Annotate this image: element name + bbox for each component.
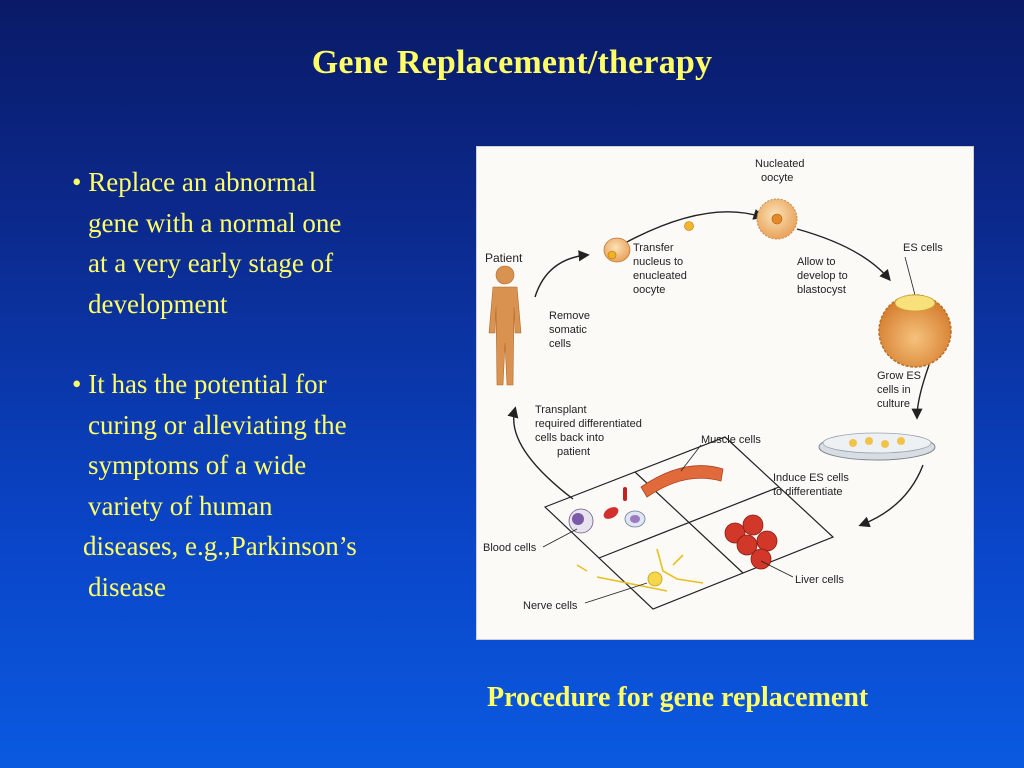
- bullet-line: • Replace an abnormal: [72, 162, 452, 203]
- bullet-item: • It has the potential for curing or all…: [72, 364, 452, 607]
- transplant-label-1: Transplant: [535, 404, 587, 416]
- gene-replacement-diagram: Patient Remove somatic cells Transfer nu…: [476, 146, 974, 640]
- bullet-line: symptoms of a wide: [88, 450, 307, 480]
- grow-label-3: culture: [877, 398, 910, 410]
- allow-label-1: Allow to: [797, 256, 836, 268]
- remove-label-3: cells: [549, 338, 572, 350]
- blood-cells-icon: [568, 487, 646, 534]
- nucleated-label-1: Nucleated: [755, 158, 805, 170]
- bullet-item: • Replace an abnormal gene with a normal…: [72, 162, 452, 324]
- blastocyst: [878, 294, 952, 368]
- nucleated-oocyte: [756, 198, 798, 240]
- nerve-cell-icon: [576, 548, 704, 592]
- culture-dish: [818, 432, 936, 461]
- bullet-text: Replace an abnormal: [88, 167, 317, 197]
- transfer-label-1: Transfer: [633, 242, 674, 254]
- figure-caption: Procedure for gene replacement: [487, 682, 869, 713]
- diagram-svg: Patient Remove somatic cells Transfer nu…: [483, 158, 952, 612]
- arrow-transplant: [507, 406, 574, 500]
- es-cells-label: ES cells: [903, 242, 943, 254]
- blood-label: Blood cells: [483, 542, 537, 554]
- remove-label-1: Remove: [549, 310, 590, 322]
- induce-label-2: to differentiate: [773, 486, 843, 498]
- nerve-label: Nerve cells: [523, 600, 578, 612]
- transplant-label-2: required differentiated: [535, 418, 642, 430]
- arrow-to-culture: [911, 364, 930, 420]
- bullet-text: It has the potential for: [88, 369, 327, 399]
- patient-figure: [488, 265, 522, 386]
- liver-pointer: [760, 560, 794, 578]
- nucleated-label-2: oocyte: [761, 172, 793, 184]
- induce-label-1: Induce ES cells: [773, 472, 849, 484]
- bullet-marker: •: [72, 369, 82, 399]
- arrow-to-differentiate: [858, 464, 924, 528]
- allow-label-3: blastocyst: [797, 284, 846, 296]
- transfer-label-3: enucleated: [633, 270, 687, 282]
- liver-label: Liver cells: [795, 574, 844, 586]
- muscle-cell-icon: [640, 465, 724, 498]
- liver-cells-icon: [724, 514, 778, 570]
- somatic-cell: [603, 237, 631, 263]
- transfer-nucleus: [684, 221, 694, 231]
- bullet-line: development: [88, 288, 228, 319]
- blood-pointer: [542, 528, 578, 548]
- slide-title: Gene Replacement/therapy: [311, 44, 713, 81]
- bullet-line: • It has the potential for: [72, 364, 452, 405]
- transfer-label-4: oocyte: [633, 284, 665, 296]
- arrow-to-blastocyst: [796, 228, 891, 282]
- allow-label-2: develop to: [797, 270, 848, 282]
- patient-label: Patient: [485, 251, 523, 265]
- arrow-to-oocyte: [624, 209, 765, 244]
- es-cells-pointer: [904, 256, 916, 296]
- muscle-pointer: [680, 444, 702, 472]
- bullet-marker: •: [72, 167, 82, 197]
- transplant-label-4: patient: [557, 446, 590, 458]
- arrow-remove-cells: [534, 250, 590, 298]
- grow-label-1: Grow ES: [877, 370, 921, 382]
- bullet-line: at a very early stage of: [88, 248, 334, 278]
- transplant-label-3: cells back into: [535, 432, 604, 444]
- transfer-label-2: nucleus to: [633, 256, 683, 268]
- bullet-line: disease: [88, 571, 166, 602]
- muscle-label: Muscle cells: [701, 434, 761, 446]
- bullet-line: curing or alleviating the: [88, 409, 347, 440]
- remove-label-2: somatic: [549, 324, 587, 336]
- nerve-pointer: [584, 582, 648, 604]
- bullet-line: diseases, e.g.,Parkinson’s: [83, 531, 357, 561]
- grow-label-2: cells in: [877, 384, 911, 396]
- bullet-list: • Replace an abnormal gene with a normal…: [72, 162, 452, 647]
- bullet-line: variety of human: [88, 490, 273, 521]
- bullet-line: gene with a normal one: [88, 207, 342, 238]
